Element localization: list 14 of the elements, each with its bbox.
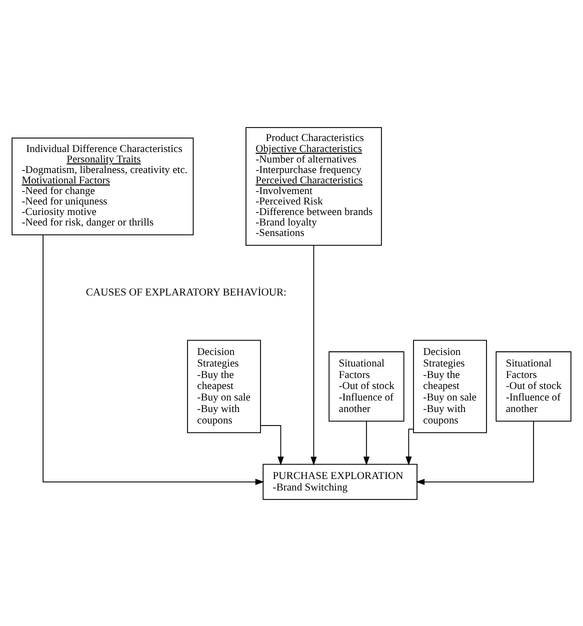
arrow xyxy=(42,234,264,484)
node-box: Situational Factors -Out of stock -Influence of another xyxy=(328,350,404,422)
node-box: Decision Strategies -Buy the cheapest -Buy on sale -Buy with coupons xyxy=(187,339,261,433)
arrow xyxy=(260,424,284,465)
node-box: Situational Factors -Out of stock -Influence of another xyxy=(496,350,572,422)
arrow xyxy=(416,420,534,484)
arrow xyxy=(310,244,317,465)
node-box: Decision Strategies -Buy the cheapest -Buy on sale -Buy with coupons xyxy=(413,339,487,433)
node-box: PURCHASE EXPLORATION -Brand Switching xyxy=(262,463,418,500)
arrow xyxy=(406,428,414,465)
node-box: Product Characteristics Objective Characteristics -Number of alternatives -Interpurchase frequency Perceived Characteristics -Involvement -Perceived Risk -Difference between brands -Brand loyalty -Sensations xyxy=(246,126,382,246)
label: CAUSES OF EXPLARATORY BEHAVİOUR: xyxy=(86,287,286,298)
node-box: Individual Difference Characteristics Personality Traits -Dogmatism, liberalness, creativity etc. Motivational Factors -Need for change -Need for uniquness -Curiosity motive -Need for risk, danger or thrills xyxy=(12,137,194,235)
arrow xyxy=(363,420,370,465)
